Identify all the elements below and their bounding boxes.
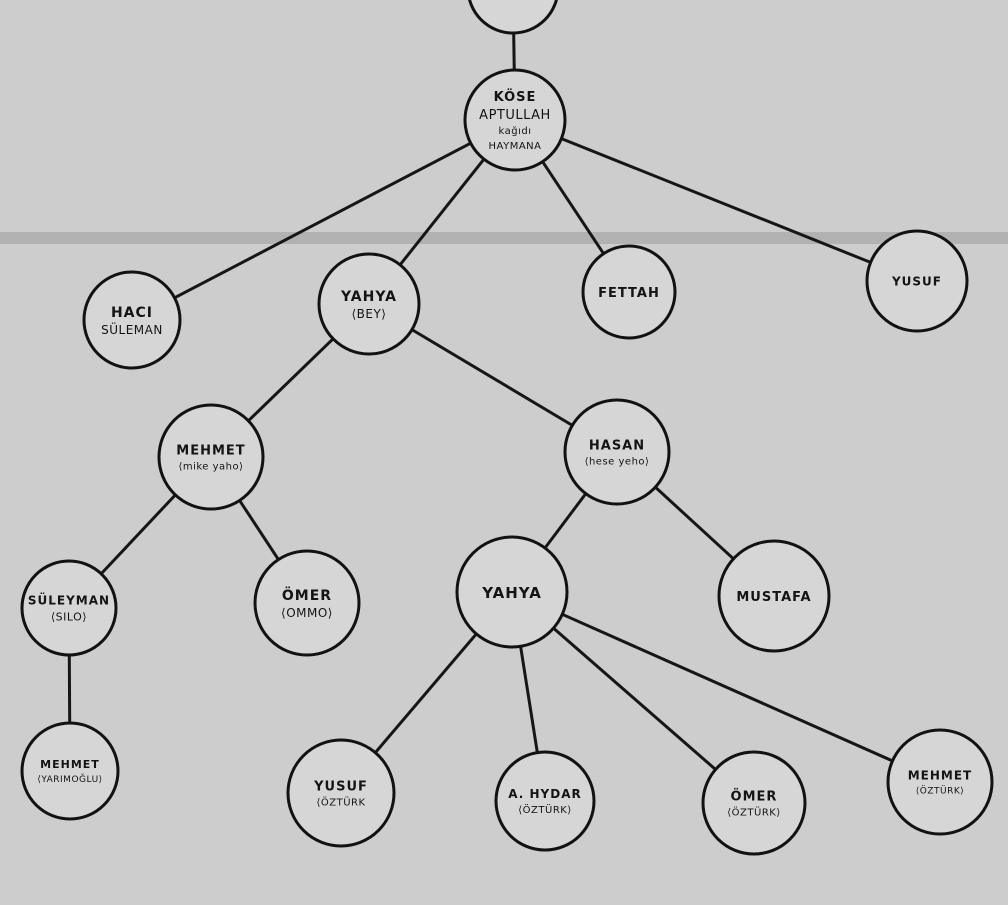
person-annotation: ⟨ÖZTÜRK⟩ (916, 786, 965, 797)
person-circle (468, 0, 558, 35)
person-name: SÜLEYMAN (28, 593, 110, 608)
edge-root-fettah (541, 160, 605, 255)
edges-layer (67, 32, 894, 771)
person-annotation: ⟨mike yaho⟩ (178, 462, 243, 473)
edge-yahya2-haydar (519, 646, 539, 753)
person-node-mehmet3: MEHMET ⟨ÖZTÜRK⟩ (886, 728, 994, 836)
person-name: MEHMET (176, 444, 245, 459)
person-node-omer1: ÖMER ⟨OMMO⟩ (253, 549, 361, 657)
edge-yahya1-mehmet1 (247, 337, 335, 422)
edge-root-yahya1 (398, 158, 486, 266)
person-circle (82, 270, 182, 370)
person-node-yusuf2: YUSUF⟨ÖZTÜRK (286, 738, 396, 848)
edge-yahya1-hasan (411, 328, 574, 427)
person-circle (701, 750, 807, 856)
person-annotation: ⟨ÖZTÜRK (316, 796, 365, 809)
person-name: HACI (111, 305, 153, 321)
person-node-hasan: HASAN ⟨hese yeho⟩ (563, 398, 671, 506)
person-name: ÖMER (731, 789, 778, 805)
person-name: YUSUF (313, 780, 368, 795)
person-name: FETTAH (598, 286, 660, 301)
person-node-yusuf1: YUSUF (865, 229, 969, 333)
person-circle (20, 559, 118, 657)
person-annotation: SÜLEMAN (101, 321, 163, 337)
person-circle (494, 750, 596, 852)
person-node-suleyman: SÜLEYMAN ⟨SILO⟩ (20, 559, 118, 657)
person-circle (455, 535, 569, 649)
person-node-omer2: ÖMER⟨ÖZTÜRK⟩ (701, 750, 807, 856)
person-annotation: ⟨OMMO⟩ (281, 606, 333, 620)
edge-yahya2-yusuf2 (374, 632, 478, 754)
person-circle (157, 403, 265, 511)
person-node-mehmet1: MEHMET ⟨mike yaho⟩ (157, 403, 265, 511)
person-name: KÖSE (494, 89, 537, 105)
person-node-fettah: FETTAH (581, 244, 677, 340)
person-circle (581, 244, 677, 340)
nodes-layer: KAYAKÖYKÖSEAPTULLAHkağıdıHAYMANAHACISÜLE… (20, 0, 994, 856)
person-circle (865, 229, 969, 333)
person-name: YAHYA (340, 289, 397, 305)
person-name: MEHMET (908, 769, 973, 783)
person-annotation: kağıdı (499, 125, 532, 137)
person-name: ÖMER (282, 586, 332, 604)
person-circle (886, 728, 994, 836)
edge-yahya2-omer2 (552, 627, 717, 771)
person-name: HASAN (589, 439, 645, 454)
person-annotation: ⟨hese yeho⟩ (585, 457, 650, 468)
person-name: YUSUF (891, 275, 942, 289)
person-name: YAHYA (481, 584, 542, 602)
person-circle (286, 738, 396, 848)
person-node-haydar: A. HYDAR ⟨ÖZTÜRK⟩ (494, 750, 596, 852)
person-circle (463, 68, 567, 172)
edge-top-root (512, 32, 516, 71)
person-node-yahya1: YAHYA ⟨BEY⟩ (317, 252, 421, 356)
person-annotation: ⟨BEY⟩ (351, 307, 386, 321)
person-annotation: APTULLAH (479, 108, 551, 123)
person-node-mustafa: MUSTAFA (717, 539, 831, 653)
person-circle (317, 252, 421, 356)
person-annotation: HAYMANA (489, 141, 542, 152)
person-annotation: ⟨ÖZTÜRK⟩ (518, 803, 571, 816)
paper-fold-crease (0, 232, 1008, 244)
person-annotation: ⟨YARIMOĞLU⟩ (37, 773, 102, 785)
edge-root-yusuf1 (560, 137, 872, 264)
person-node-top: KAYAKÖY (468, 0, 558, 35)
person-circle (717, 539, 831, 653)
person-node-mehmet2: MEHMET ⟨YARIMOĞLU⟩ (20, 721, 120, 821)
person-node-yahya2: YAHYA (455, 535, 569, 649)
edge-mehmet1-omer1 (238, 499, 280, 561)
person-annotation: ⟨SILO⟩ (51, 611, 87, 624)
person-circle (20, 721, 120, 821)
person-circle (563, 398, 671, 506)
edge-hasan-yahya2 (543, 492, 587, 549)
person-circle (253, 549, 361, 657)
person-name: MEHMET (40, 758, 100, 771)
person-name: A. HYDAR (508, 787, 581, 801)
edge-root-haci (173, 141, 472, 300)
edge-mehmet1-suleyman (100, 493, 177, 575)
edge-yahya2-mehmet3 (561, 612, 894, 763)
edge-hasan-mustafa (654, 486, 735, 560)
person-annotation: ⟨ÖZTÜRK⟩ (727, 806, 780, 819)
person-name: MUSTAFA (736, 590, 811, 605)
